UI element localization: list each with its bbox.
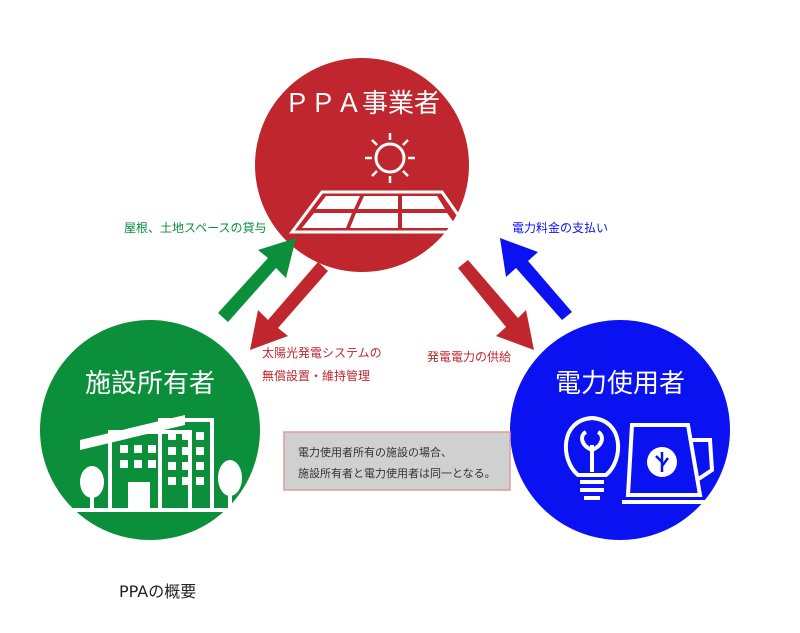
building-icon: [70, 415, 242, 512]
supply-label: 発電電力の供給: [427, 350, 511, 364]
lease-arrow: [218, 238, 296, 322]
diagram-caption: PPAの概要: [119, 582, 196, 601]
install-label-line2: 無償設置・維持管理: [262, 368, 370, 383]
note-line2: 施設所有者と電力使用者は同一となる。: [298, 466, 496, 480]
kettle-icon: [622, 423, 715, 504]
payment-arrow: [500, 238, 572, 320]
light-bulb-icon: [563, 415, 621, 500]
payment-label: 電力料金の支払い: [512, 220, 608, 235]
power-user-node: 電力使用者: [510, 320, 730, 540]
lease-label: 屋根、土地スペースの貸与: [124, 220, 267, 235]
power-user-label: 電力使用者: [555, 369, 685, 399]
facility-owner-label: 施設所有者: [85, 369, 215, 399]
note-line1: 電力使用者所有の施設の場合、: [298, 445, 452, 459]
ppa-operator-node: ＰＰＡ事業者: [255, 58, 473, 272]
sun-icon: [365, 133, 415, 183]
facility-owner-node: 施設所有者: [40, 320, 260, 540]
install-arrow: [250, 262, 328, 350]
supply-arrow: [458, 260, 534, 350]
solar-panel-icon: [289, 190, 473, 234]
ppa-operator-label: ＰＰＡ事業者: [284, 89, 440, 119]
install-label-line1: 太陽光発電システムの: [262, 345, 382, 360]
note-box: 電力使用者所有の施設の場合、 施設所有者と電力使用者は同一となる。: [283, 431, 511, 491]
